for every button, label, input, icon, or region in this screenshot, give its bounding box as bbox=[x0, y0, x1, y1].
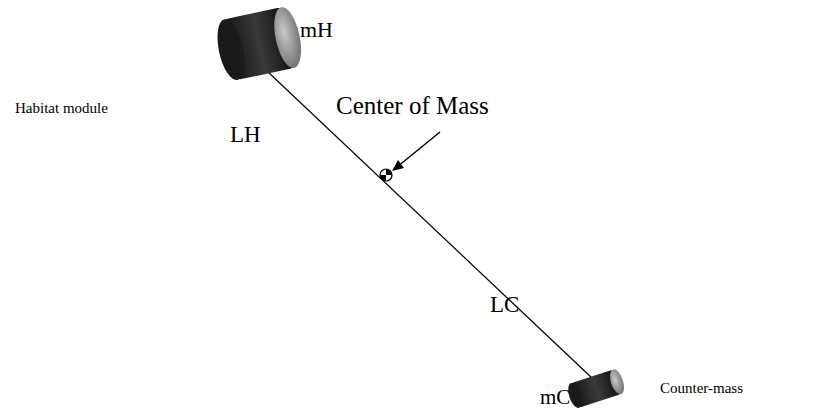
length-label: LH bbox=[230, 122, 261, 147]
callout-label: Center of Mass bbox=[336, 92, 489, 120]
habitat-cylinder bbox=[213, 5, 306, 83]
part-name: Habitat module bbox=[15, 100, 108, 117]
tether-line bbox=[268, 72, 592, 378]
leader-arrowhead bbox=[392, 160, 404, 171]
leader-line bbox=[397, 132, 440, 167]
counter-mass-cylinder bbox=[565, 368, 626, 410]
mass-label: mC bbox=[540, 386, 570, 409]
mass-label: mH bbox=[300, 18, 333, 42]
part-name: Counter-mass bbox=[660, 380, 743, 397]
center-of-mass-symbol bbox=[380, 169, 392, 181]
length-label: LC bbox=[490, 292, 519, 317]
